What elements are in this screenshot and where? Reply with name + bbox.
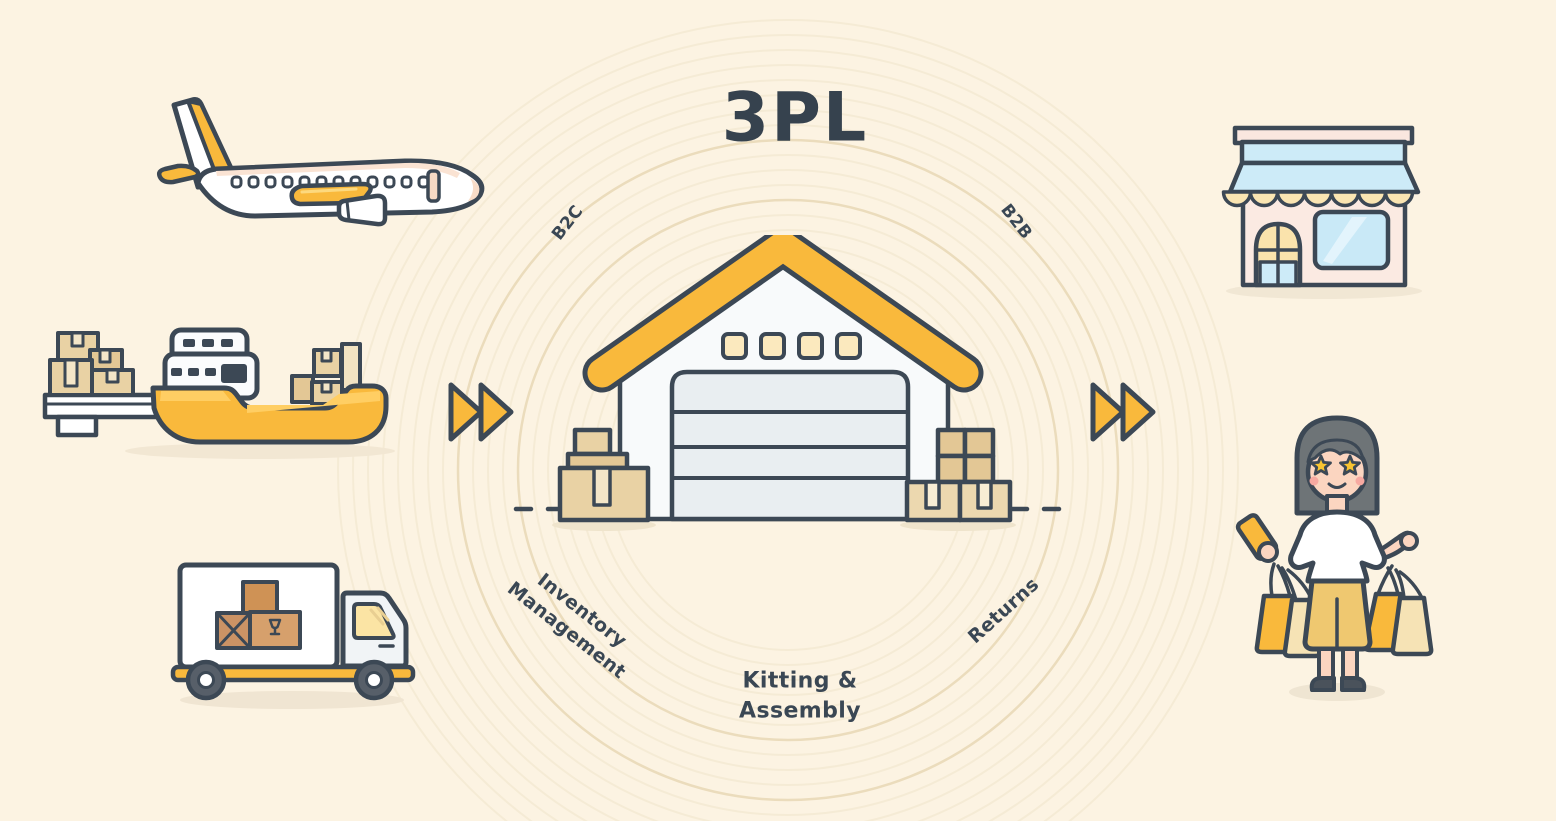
cargo-ship-icon (42, 327, 395, 459)
shirt (1288, 509, 1387, 584)
warehouse-icon (513, 235, 1069, 531)
inbound-box-stack (904, 427, 1013, 523)
star-eye-left (1310, 454, 1332, 476)
storefront-icon (1221, 125, 1422, 299)
delivery-truck-icon (170, 562, 416, 709)
page-title: 3PL (721, 78, 869, 158)
store-awning (1227, 160, 1421, 195)
deck-boxes (290, 342, 362, 406)
truck-box-graphics (215, 580, 302, 650)
star-eye-right (1339, 454, 1361, 476)
shoe-left (1309, 676, 1336, 692)
label-kitting-line2: Assembly (739, 698, 861, 723)
smile (1327, 482, 1347, 489)
left-hand (1257, 541, 1279, 563)
outbound-box-stack (557, 427, 651, 523)
airplane-engine (336, 193, 388, 227)
roof (587, 235, 979, 388)
shoe-right (1340, 676, 1367, 692)
awning-scallops (1221, 190, 1415, 208)
label-kitting-line1: Kitting & (742, 668, 858, 694)
truck-window (352, 602, 396, 640)
bag-cream-right (1390, 595, 1434, 657)
dock-boxes (48, 331, 135, 397)
fast-forward-left-icon (448, 382, 514, 442)
truck-wheels (185, 659, 395, 701)
fast-forward-right-icon (1090, 382, 1156, 442)
airplane-icon (156, 97, 485, 227)
airplane-door (426, 169, 441, 203)
warehouse-windows (721, 332, 862, 360)
truck-chassis (170, 664, 416, 683)
shopper-icon (1235, 415, 1434, 701)
hair-fringe (1306, 438, 1365, 464)
label-kitting-assembly: Kitting & Assembly (739, 666, 861, 725)
